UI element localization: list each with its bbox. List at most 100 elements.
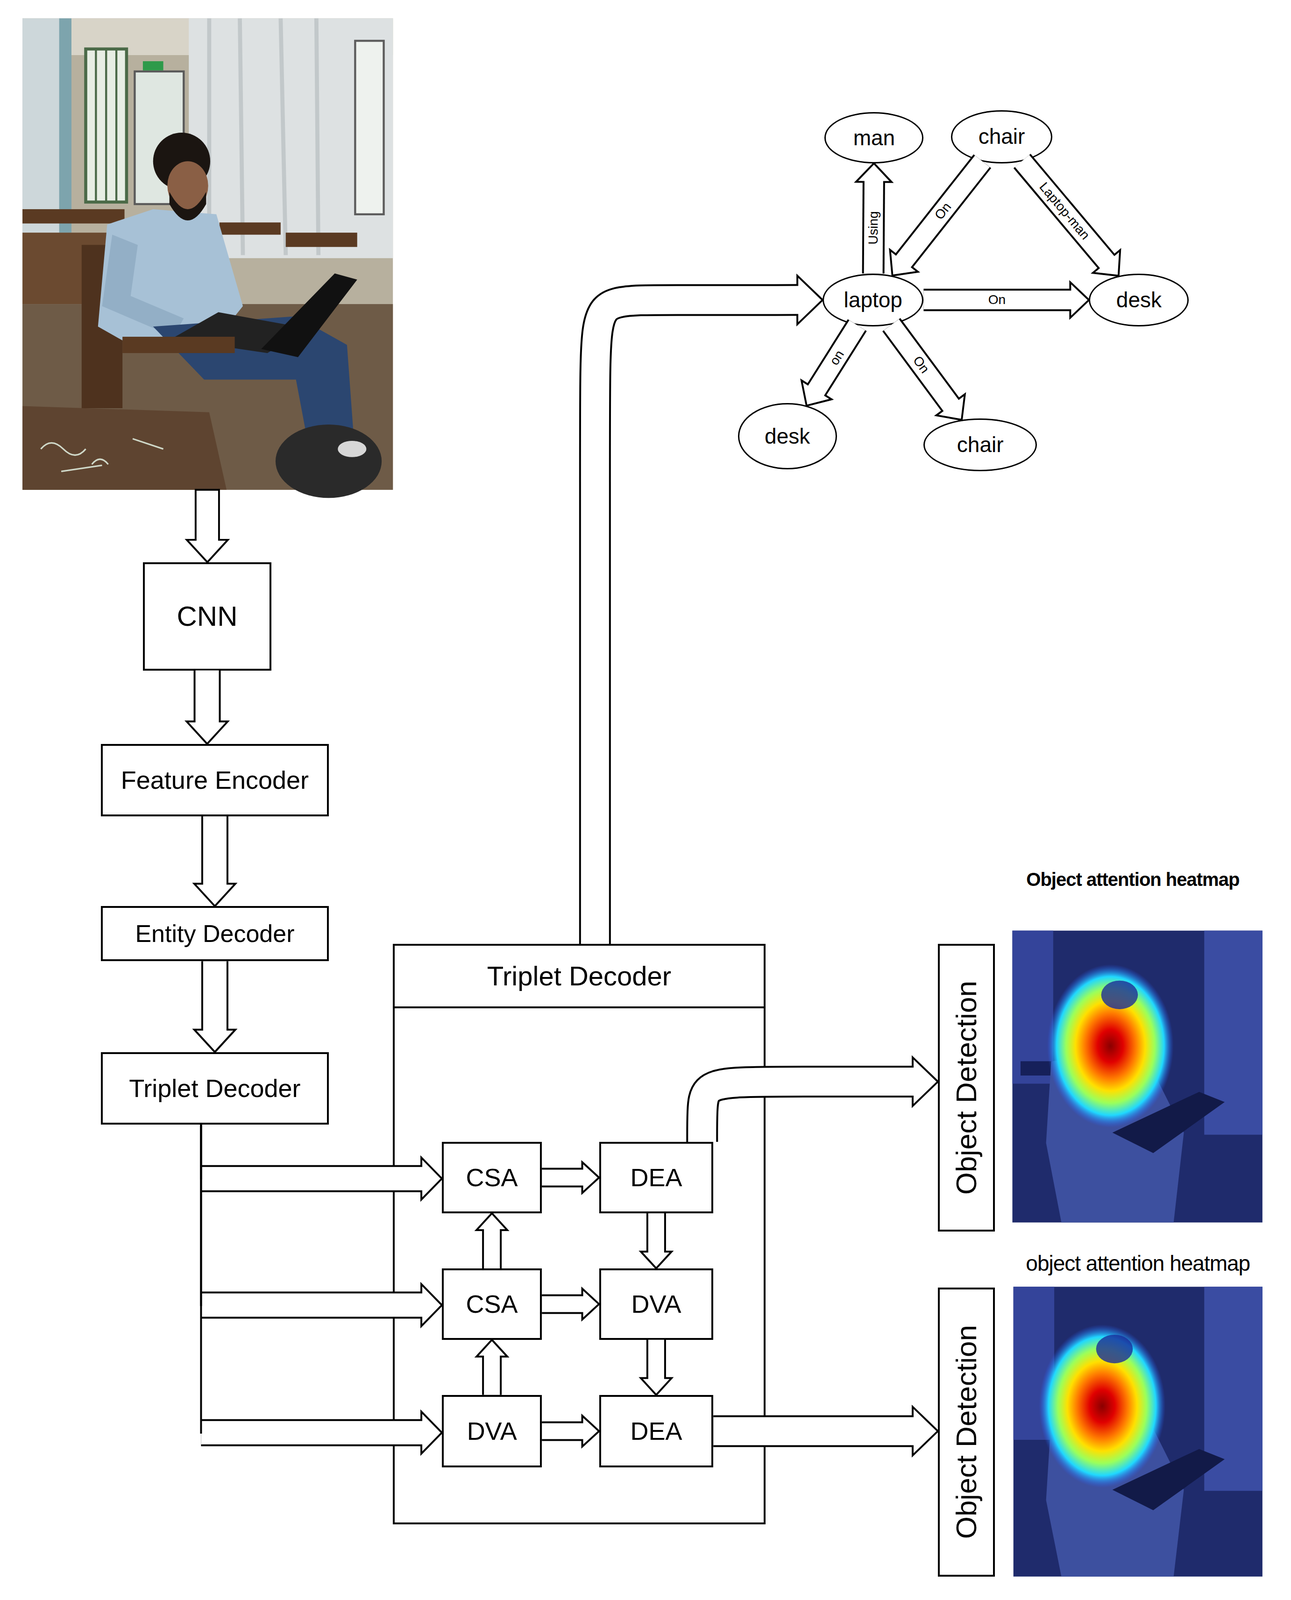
heatmap-image (1101, 980, 1139, 1010)
node-label: chair (978, 124, 1026, 149)
process-box: Entity Decoder (100, 906, 329, 962)
arrow-shaft-fill (203, 816, 227, 887)
arrow-head (640, 1251, 672, 1269)
connector-trunk (199, 1124, 202, 1180)
connector-arrow (476, 1340, 508, 1396)
node-label: Triplet Decoder (128, 1074, 301, 1103)
photo (285, 232, 358, 248)
relation-label: Using (866, 211, 880, 245)
attention-block: DVA (441, 1395, 542, 1468)
arrow-shaft-outline (482, 1356, 502, 1396)
arrow-shaft-fill (713, 1417, 916, 1446)
connector-arrow (194, 816, 236, 907)
arrow-shaft-fill (891, 324, 952, 407)
arrow-head (186, 721, 228, 745)
arrow-shaft-fill (483, 1354, 500, 1396)
connector-arrow (595, 275, 823, 944)
relation-label: on (827, 347, 847, 368)
photo (337, 440, 367, 458)
photo (22, 18, 393, 498)
node-label: chair (957, 432, 1004, 457)
photo (261, 273, 357, 358)
heatmap-image (1012, 930, 1054, 1085)
attention-block: CSA (441, 1142, 542, 1214)
arrow-shaft-outline (541, 1167, 582, 1188)
heatmap-image (1013, 1286, 1263, 1577)
photo (169, 191, 207, 221)
photo (40, 439, 164, 472)
entity-ellipse: chair (950, 110, 1052, 164)
arrow-head (194, 883, 236, 907)
container-header: Triplet Decoder (394, 945, 764, 1009)
arrow-shaft-fill (195, 670, 220, 724)
node-label: DEA (630, 1163, 682, 1192)
connector-trunk (199, 1124, 202, 1307)
arrow-shaft-fill (1021, 161, 1108, 264)
arrow-shaft-outline (873, 182, 874, 274)
connector-arrow (713, 1406, 938, 1456)
block-arrow (186, 489, 228, 563)
node-label: CSA (466, 1290, 518, 1319)
arrow-shaft-outline (201, 961, 229, 1030)
photo (115, 49, 118, 203)
photo (94, 49, 97, 203)
connector-arrow (1021, 161, 1121, 277)
arrow-head (476, 1213, 508, 1231)
photo (142, 61, 164, 71)
heatmap-image (1012, 930, 1263, 1223)
node-label: laptop (844, 288, 903, 313)
entity-ellipse: man (824, 112, 924, 164)
photo (22, 18, 66, 233)
arrow-head (797, 275, 823, 325)
arrow-shaft-fill (923, 290, 1073, 310)
connector-arrow (200, 1124, 442, 1327)
photo (59, 18, 72, 233)
connector-arrow (186, 670, 228, 745)
connector-arrow (541, 1162, 599, 1193)
arrow-shaft-outline (200, 1165, 422, 1193)
arrow-head (421, 1157, 442, 1200)
connector-arrow (640, 1340, 672, 1396)
node-label: desk (1116, 288, 1162, 313)
photo (316, 18, 319, 256)
arrow-shaft-fill (648, 1340, 665, 1381)
arrow-shaft-outline (595, 299, 798, 944)
relation-label: On (988, 293, 1006, 307)
arrow-head (640, 1378, 672, 1396)
figure-heading: Object attention heatmap (1026, 869, 1240, 890)
node-label: CSA (466, 1163, 518, 1192)
arrow-head (1070, 282, 1089, 318)
arrow-shaft-fill (873, 179, 874, 274)
arrow-shaft-fill (200, 1293, 424, 1318)
arrow-shaft-outline (193, 670, 221, 722)
entity-ellipse: desk (1088, 273, 1189, 327)
node-label: Entity Decoder (134, 920, 295, 948)
node-label: man (853, 126, 895, 150)
heatmap-image (1047, 964, 1174, 1128)
arrow-head (889, 249, 918, 276)
entity-ellipse: laptop (822, 273, 924, 327)
connector-arrow (702, 1057, 938, 1143)
connector-arrow (891, 324, 965, 420)
arrow-shaft-fill (200, 1421, 424, 1445)
arrow-head (476, 1340, 508, 1357)
photo (219, 222, 281, 235)
arrow-shaft-outline (1021, 161, 1107, 262)
arrow-shaft-outline (702, 1081, 913, 1143)
connector-arrow (856, 163, 892, 274)
photo (275, 424, 382, 498)
node-label: Object Detection (950, 980, 983, 1195)
arrow-head (912, 1057, 938, 1107)
arrow-shaft-outline (646, 1213, 667, 1252)
block-arrow (186, 489, 228, 563)
process-box: Feature Encoder (100, 744, 329, 817)
node-label: DVA (467, 1417, 518, 1446)
heatmap-image (1038, 1324, 1166, 1489)
arrow-head (912, 1406, 938, 1456)
connector-trunk (199, 1124, 202, 1434)
arrow-shaft-fill (483, 1227, 500, 1269)
entity-ellipse: chair (923, 418, 1037, 472)
photo (354, 40, 384, 214)
